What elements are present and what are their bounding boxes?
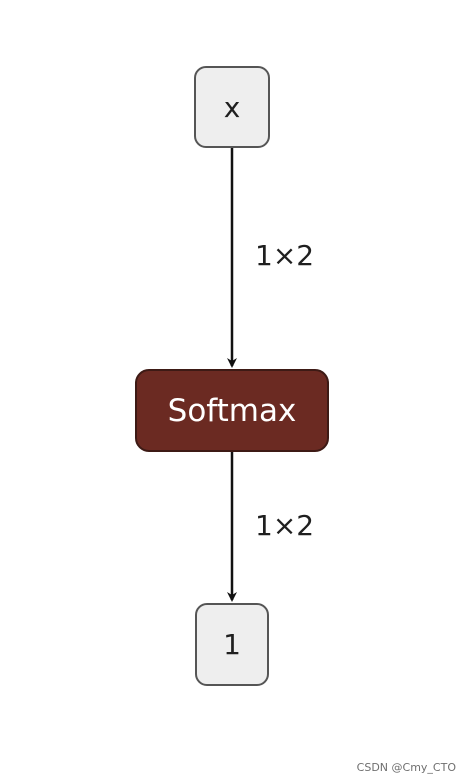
input-node-label: x <box>223 90 241 124</box>
output-node-label: 1 <box>223 628 241 661</box>
softmax-node[interactable]: Softmax <box>135 369 329 452</box>
edge-label-input-softmax: 1×2 <box>255 239 315 272</box>
edge-label-softmax-output: 1×2 <box>255 509 315 542</box>
watermark-text: CSDN @Cmy_CTO <box>356 761 456 774</box>
output-node-1[interactable]: 1 <box>195 603 269 686</box>
softmax-node-label: Softmax <box>167 392 297 429</box>
input-node-x[interactable]: x <box>194 66 270 148</box>
